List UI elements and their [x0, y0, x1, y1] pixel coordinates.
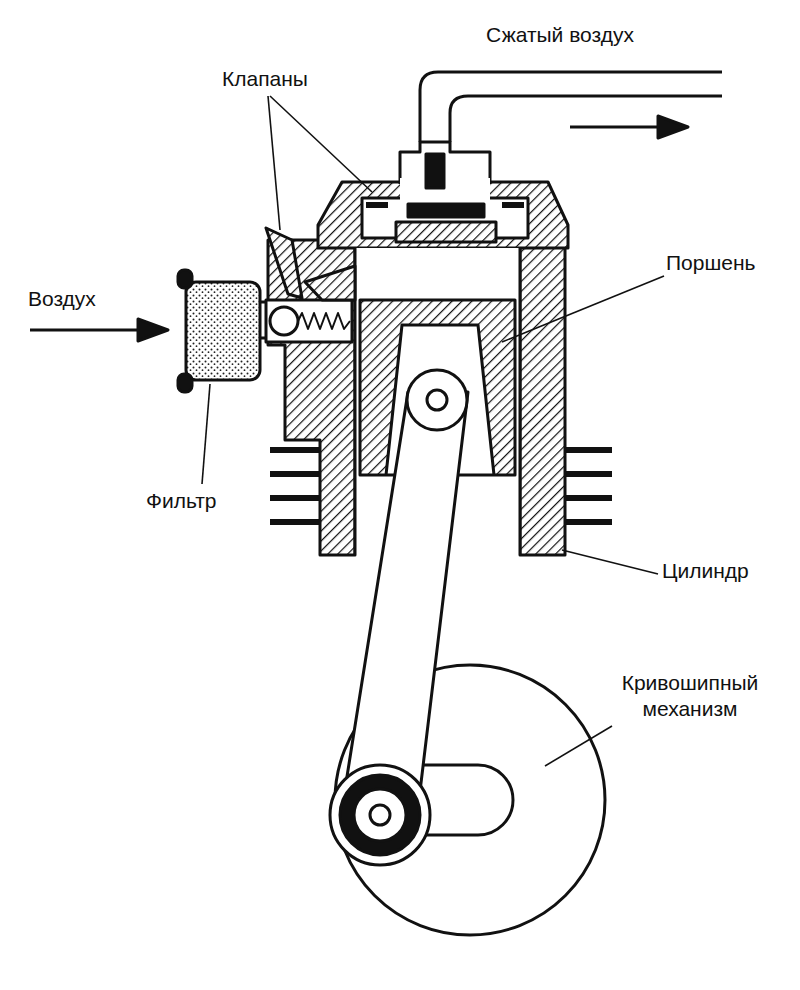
valve-spring [298, 313, 350, 329]
part-label: Клапаны [222, 66, 308, 92]
intake-valve-flap [266, 228, 302, 298]
crank-pin-housing [330, 765, 430, 865]
pipe-label: Сжатый воздух [486, 22, 634, 48]
part-label: Поршень [666, 250, 756, 276]
fin [565, 495, 612, 501]
fin [270, 495, 320, 501]
fin [270, 447, 320, 453]
fin [565, 447, 612, 453]
part-label: Кривошипный механизм [600, 670, 780, 723]
intake-seat [305, 266, 355, 300]
leader-lines [202, 96, 664, 766]
crank-bearing [340, 775, 420, 855]
flow-arrow [570, 126, 660, 129]
leader-line [268, 96, 280, 230]
flow-arrow [30, 329, 140, 332]
leader-line [545, 726, 612, 766]
filter-cap [178, 270, 192, 288]
leader-line [202, 384, 210, 484]
valve-plate [396, 222, 496, 242]
fin [565, 471, 612, 477]
valve-seat [366, 202, 388, 208]
filter-cap [178, 374, 192, 392]
flow-arrowhead [658, 116, 688, 138]
cylinder-wall [520, 222, 565, 555]
wrist-pin-hole [427, 390, 447, 410]
fin [270, 471, 320, 477]
valve-seat [502, 202, 524, 208]
fin [565, 519, 612, 525]
wrist-pin [407, 370, 467, 430]
discharge-valve [408, 204, 484, 217]
part-label: Цилиндр [662, 558, 749, 584]
leader-line [562, 550, 658, 574]
part-label: Фильтр [146, 488, 217, 514]
crank-pin [354, 789, 406, 841]
cylinder-wall [268, 240, 355, 555]
flow-label: Воздух [28, 286, 96, 312]
valve-stem [426, 154, 444, 188]
connecting-rod [342, 392, 468, 808]
bore-edge [519, 248, 522, 555]
intake-chamber [266, 300, 352, 342]
fin [270, 519, 320, 525]
leader-line [270, 96, 372, 192]
outlet-pipe [420, 72, 722, 142]
outlet-pipe [450, 96, 722, 142]
crank-pin-hole [370, 805, 390, 825]
flow-arrowhead [138, 319, 168, 341]
valve-ball [270, 307, 298, 335]
leader-line [502, 276, 664, 342]
air-filter [186, 282, 260, 380]
